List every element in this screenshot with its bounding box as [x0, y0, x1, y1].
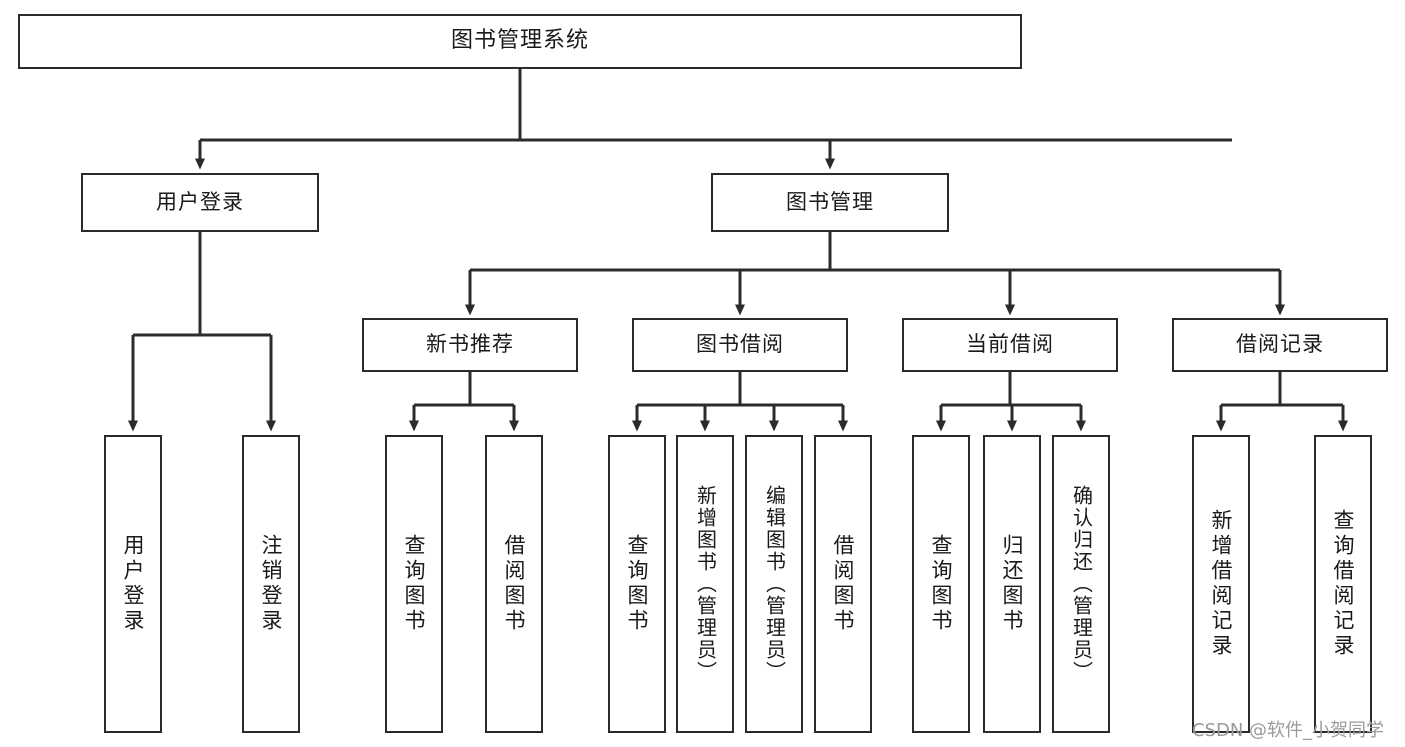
node-user-login[interactable]: 用户登录: [81, 173, 319, 232]
leaf-node-edit-book-admin[interactable]: 编辑图书（管理员）: [745, 435, 803, 733]
csdn-watermark: CSDN @软件_小贺同学: [1192, 720, 1385, 741]
node-book-borrowing[interactable]: 图书借阅: [632, 318, 848, 372]
leaf-node-query-books-borrow[interactable]: 查询图书: [608, 435, 666, 733]
node-current-borrowing[interactable]: 当前借阅: [902, 318, 1118, 372]
node-new-book-recommendation[interactable]: 新书推荐: [362, 318, 578, 372]
leaf-node-user-login[interactable]: 用户登录: [104, 435, 162, 733]
node-root-book-management-system[interactable]: 图书管理系统: [18, 14, 1022, 69]
leaf-node-query-books-current[interactable]: 查询图书: [912, 435, 970, 733]
leaf-node-return-books[interactable]: 归还图书: [983, 435, 1041, 733]
leaf-node-confirm-return-admin[interactable]: 确认归还（管理员）: [1052, 435, 1110, 733]
leaf-node-query-borrow-record[interactable]: 查询借阅记录: [1314, 435, 1372, 733]
leaf-node-add-borrow-record[interactable]: 新增借阅记录: [1192, 435, 1250, 733]
leaf-node-borrow-books-rec[interactable]: 借阅图书: [485, 435, 543, 733]
leaf-node-query-books-rec[interactable]: 查询图书: [385, 435, 443, 733]
node-borrow-records[interactable]: 借阅记录: [1172, 318, 1388, 372]
leaf-node-add-book-admin[interactable]: 新增图书（管理员）: [676, 435, 734, 733]
node-book-management[interactable]: 图书管理: [711, 173, 949, 232]
leaf-node-borrow-books[interactable]: 借阅图书: [814, 435, 872, 733]
leaf-node-logout[interactable]: 注销登录: [242, 435, 300, 733]
